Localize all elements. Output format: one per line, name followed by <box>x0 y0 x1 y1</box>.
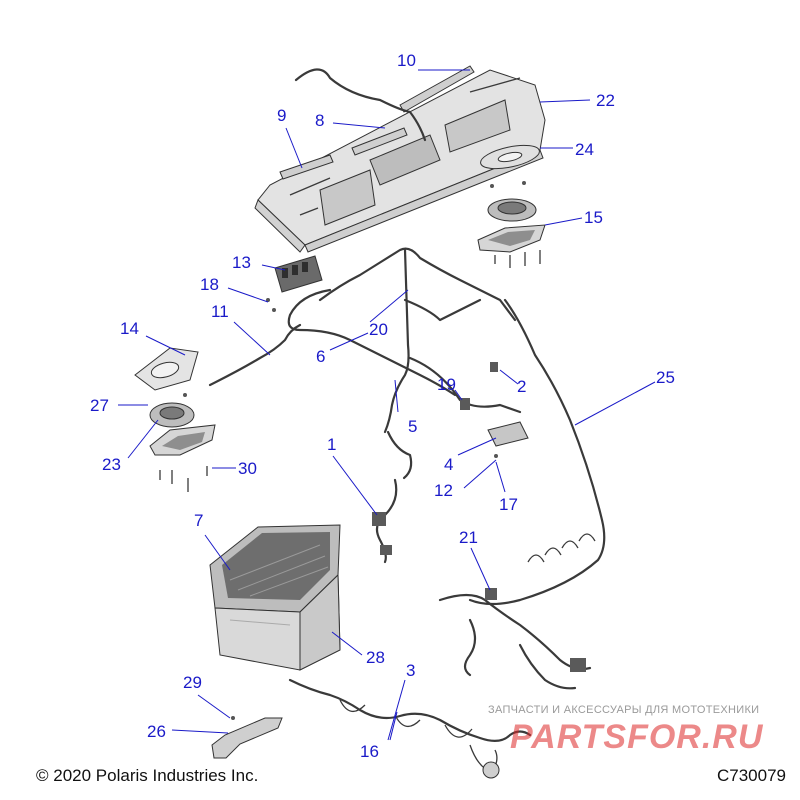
callout-16: 16 <box>360 742 379 761</box>
callout-18: 18 <box>200 275 219 294</box>
callout-13: 13 <box>232 253 251 272</box>
harness-3-16-drawing <box>288 678 532 779</box>
long-harness-drawing <box>468 298 606 606</box>
trim-strips-drawing <box>279 65 475 180</box>
callout-20: 20 <box>369 320 388 339</box>
leader-lines <box>118 69 656 741</box>
callout-1: 1 <box>327 435 336 454</box>
switch-block-drawing <box>274 255 323 293</box>
callout-26: 26 <box>147 722 166 741</box>
storage-box-drawing <box>209 524 341 671</box>
callout-2: 2 <box>517 377 526 396</box>
watermark-logo-text: PARTSFOR.RU <box>510 718 764 756</box>
callout-28: 28 <box>366 648 385 667</box>
callout-6: 6 <box>316 347 325 366</box>
callout-7: 7 <box>194 511 203 530</box>
figure-id: C730079 <box>716 766 786 785</box>
callout-8: 8 <box>315 111 324 130</box>
callout-11: 11 <box>211 302 229 321</box>
callout-17: 17 <box>499 495 518 514</box>
callout-25: 25 <box>656 368 675 387</box>
watermark: ЗАПЧАСТИ И АКСЕССУАРЫ ДЛЯ МОТОТЕХНИКИ PA… <box>488 704 788 764</box>
callout-15: 15 <box>584 208 603 227</box>
callout-19: 19 <box>437 375 456 394</box>
copyright-notice: © 2020 Polaris Industries Inc. <box>36 766 259 785</box>
harness-1-drawing <box>372 478 398 564</box>
callout-4: 4 <box>444 455 453 474</box>
callout-14: 14 <box>120 319 139 338</box>
overhead-console-drawing <box>254 69 546 253</box>
callout-29: 29 <box>183 673 202 692</box>
right-speaker-drawing <box>477 144 546 268</box>
callout-9: 9 <box>277 106 286 125</box>
callout-12: 12 <box>434 481 453 500</box>
callout-5: 5 <box>408 417 417 436</box>
bracket-drawing <box>211 716 283 759</box>
left-speaker-drawing <box>134 347 216 492</box>
harness-21-drawing <box>438 533 596 690</box>
roof-harness-drawing <box>208 247 522 480</box>
console-harness-drawing <box>294 68 427 142</box>
callout-22: 22 <box>596 91 615 110</box>
callout-30: 30 <box>238 459 257 478</box>
callout-21: 21 <box>459 528 478 547</box>
watermark-caption: ЗАПЧАСТИ И АКСЕССУАРЫ ДЛЯ МОТОТЕХНИКИ <box>488 704 760 716</box>
callout-10: 10 <box>397 51 416 70</box>
callout-labels: 1 2 3 4 5 6 7 8 9 10 11 12 13 14 15 16 1… <box>90 51 675 761</box>
callout-23: 23 <box>102 455 121 474</box>
callout-3: 3 <box>406 661 415 680</box>
callout-24: 24 <box>575 140 594 159</box>
callout-27: 27 <box>90 396 109 415</box>
small-parts-drawing <box>266 298 529 458</box>
